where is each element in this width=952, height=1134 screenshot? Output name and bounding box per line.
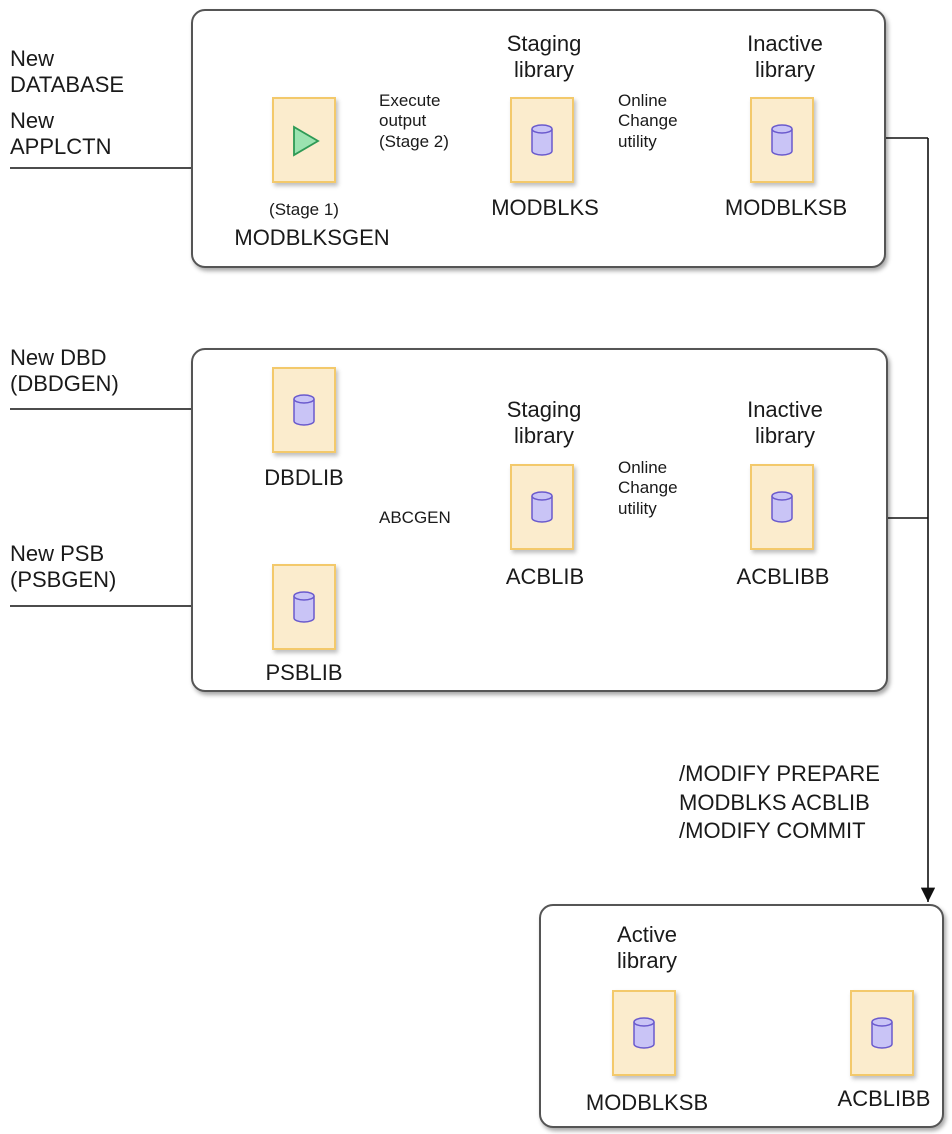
inactive-library-heading-2: Inactive library [747,397,823,449]
input-new-database: New DATABASE [10,46,125,98]
database-cylinder-icon [531,124,553,156]
active-library-heading: Active library [617,922,677,974]
staging-library-heading-1: Staging library [506,31,582,83]
acblibb-active-label: ACBLIBB [837,1086,931,1111]
psblib-tile [272,564,336,650]
stage1-label: (Stage 1) [269,200,339,219]
play-icon [293,125,320,157]
acblibb-inactive-tile [750,464,814,550]
database-cylinder-icon [293,591,315,623]
staging-library-heading-2: Staging library [506,397,582,449]
abcgen-label: ABCGEN [379,508,451,527]
online-change-label-1: Online Change utility [618,91,678,151]
modblksgen-label: MODBLKSGEN [234,225,390,250]
online-change-label-2: Online Change utility [618,458,678,518]
modify-commands: /MODIFY PREPARE MODBLKS ACBLIB /MODIFY C… [679,761,880,844]
database-cylinder-icon [771,124,793,156]
database-cylinder-icon [871,1017,893,1049]
modblksb-active-label: MODBLKSB [585,1090,709,1115]
modblksb-inactive-tile [750,97,814,183]
modblksb-inactive-label: MODBLKSB [724,195,848,220]
input-new-dbd: New DBD (DBDGEN) [10,345,119,397]
database-cylinder-icon [633,1017,655,1049]
database-cylinder-icon [771,491,793,523]
modblksgen-tile [272,97,336,183]
database-cylinder-icon [531,491,553,523]
database-cylinder-icon [293,394,315,426]
execute-output-label: Execute output (Stage 2) [379,91,449,151]
dbdlib-tile [272,367,336,453]
acblib-label: ACBLIB [505,564,585,589]
inactive-library-heading-1: Inactive library [747,31,823,83]
input-new-psb: New PSB (PSBGEN) [10,541,117,593]
modblks-tile [510,97,574,183]
acblib-tile [510,464,574,550]
psblib-label: PSBLIB [265,660,343,685]
acblibb-active-tile [850,990,914,1076]
modblksb-active-tile [612,990,676,1076]
input-new-applctn: New APPLCTN [10,108,112,160]
active-library-panel [539,904,944,1128]
acblibb-inactive-label: ACBLIBB [736,564,830,589]
modblks-label: MODBLKS [491,195,599,220]
dbdlib-label: DBDLIB [264,465,344,490]
